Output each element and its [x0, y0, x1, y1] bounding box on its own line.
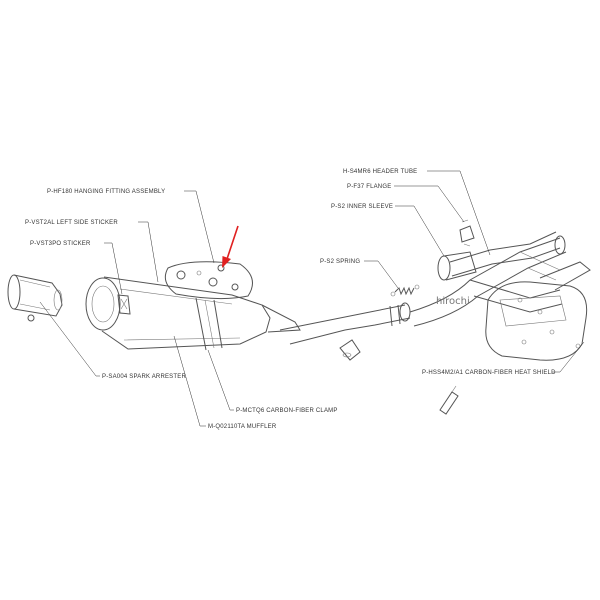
link-pipe-drawing [279, 302, 411, 361]
label-hanging-fitting: P-HF180 HANGING FITTING ASSEMBLY [47, 189, 165, 195]
label-sticker: P-VST3PO STICKER [30, 241, 91, 247]
label-header-tube: H-S4MR6 HEADER TUBE [343, 169, 417, 175]
label-muffler: M-Q02110TA MUFFLER [208, 424, 277, 430]
part-labels: P-HF180 HANGING FITTING ASSEMBLY P-VST2A… [25, 169, 556, 430]
label-inner-sleeve: P-S2 INNER SLEEVE [331, 204, 393, 210]
grease-tube-drawing [439, 385, 459, 415]
spring-drawing [390, 284, 420, 297]
header-tube-drawing [409, 231, 591, 327]
label-carbon-fiber-clamp: P-MCTQ6 CARBON-FIBER CLAMP [236, 408, 338, 414]
exhaust-drawing [7, 219, 591, 415]
hanging-fitting-drawing [164, 261, 253, 300]
watermark-text: hirochi [436, 296, 470, 307]
label-spring: P-S2 SPRING [320, 259, 360, 265]
heat-shield-drawing [485, 281, 588, 361]
label-heat-shield: P-HSS4M2/A1 CARBON-FIBER HEAT SHIELD [422, 370, 556, 376]
label-spark-arrester: P-SA004 SPARK ARRESTER [102, 374, 186, 380]
muffler-drawing [85, 276, 301, 351]
leader-lines [39, 170, 585, 427]
label-left-side-sticker: P-VST2AL LEFT SIDE STICKER [25, 220, 118, 226]
red-arrow [222, 225, 239, 268]
label-flange: P-F37 FLANGE [347, 184, 391, 190]
spark-arrester-drawing [7, 274, 63, 322]
